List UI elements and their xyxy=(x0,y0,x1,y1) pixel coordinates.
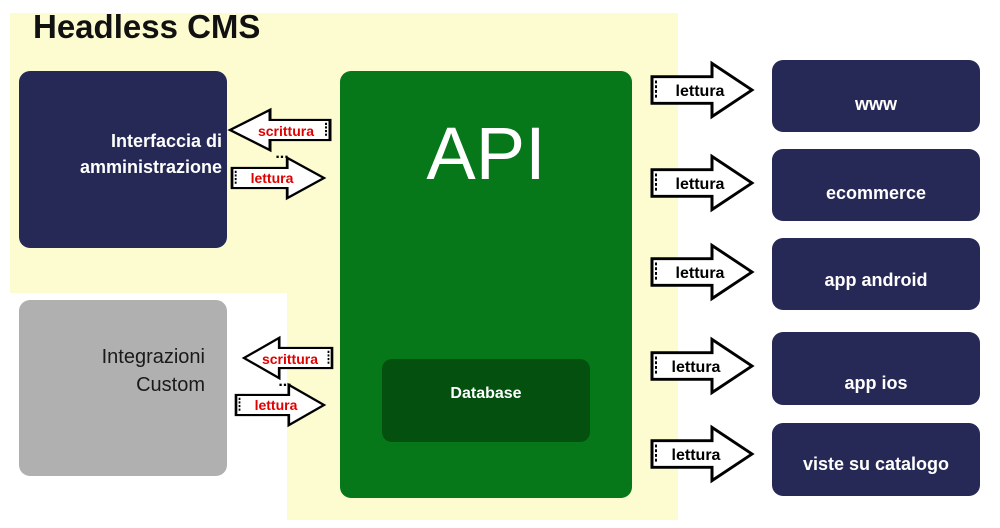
target-box-www: www xyxy=(772,60,980,132)
admin-write-arrow-label: scrittura xyxy=(258,123,314,139)
target-label-viste-catalogo: viste su catalogo xyxy=(802,454,950,474)
output-arrow-app-ios: lettura xyxy=(650,337,754,395)
output-arrow-www: lettura xyxy=(650,61,754,119)
custom-write-arrow-label: scrittura xyxy=(262,351,318,367)
api-box: API Database xyxy=(340,71,632,498)
output-arrow-ecommerce: lettura xyxy=(650,154,754,212)
custom-read-arrow-label: lettura xyxy=(255,397,298,413)
output-arrow-app-android-label: lettura xyxy=(676,265,725,282)
output-arrow-app-ios-label: lettura xyxy=(672,359,721,376)
custom-label-text: Integrazioni Custom xyxy=(101,346,205,396)
target-box-app-ios: app ios xyxy=(772,332,980,405)
custom-write-arrow: scrittura xyxy=(242,336,334,380)
admin-interface-label: Interfaccia di amministrazione xyxy=(47,128,222,180)
admin-read-arrow: lettura xyxy=(230,156,326,200)
output-arrow-ecommerce-label: lettura xyxy=(676,176,725,193)
output-arrow-viste-catalogo-label: lettura xyxy=(672,447,721,464)
admin-label-text: Interfaccia di amministrazione xyxy=(79,131,222,177)
diagram-title: Headless CMS xyxy=(33,8,261,45)
admin-ellipsis: ... xyxy=(275,145,288,162)
custom-read-arrow: lettura xyxy=(234,383,326,427)
target-label-app-android: app android xyxy=(824,270,928,290)
output-arrow-www-label: lettura xyxy=(676,83,725,100)
api-label: API xyxy=(426,112,546,195)
output-arrow-app-android: lettura xyxy=(650,243,754,301)
target-box-ecommerce: ecommerce xyxy=(772,149,980,221)
custom-integrations-label: Integrazioni Custom xyxy=(45,343,205,399)
target-label-ecommerce: ecommerce xyxy=(825,183,927,203)
admin-interface-box: Interfaccia di amministrazione xyxy=(19,71,227,248)
admin-write-arrow: scrittura xyxy=(228,108,332,152)
target-box-viste-catalogo: viste su catalogo xyxy=(772,423,980,496)
target-label-app-ios: app ios xyxy=(844,373,908,393)
database-label: Database xyxy=(450,385,522,402)
target-box-app-android: app android xyxy=(772,238,980,310)
admin-read-arrow-label: lettura xyxy=(251,170,294,186)
target-label-www: www xyxy=(854,94,897,114)
output-arrow-viste-catalogo: lettura xyxy=(650,425,754,483)
database-box: Database xyxy=(382,359,590,442)
custom-integrations-box: Integrazioni Custom xyxy=(19,300,227,476)
